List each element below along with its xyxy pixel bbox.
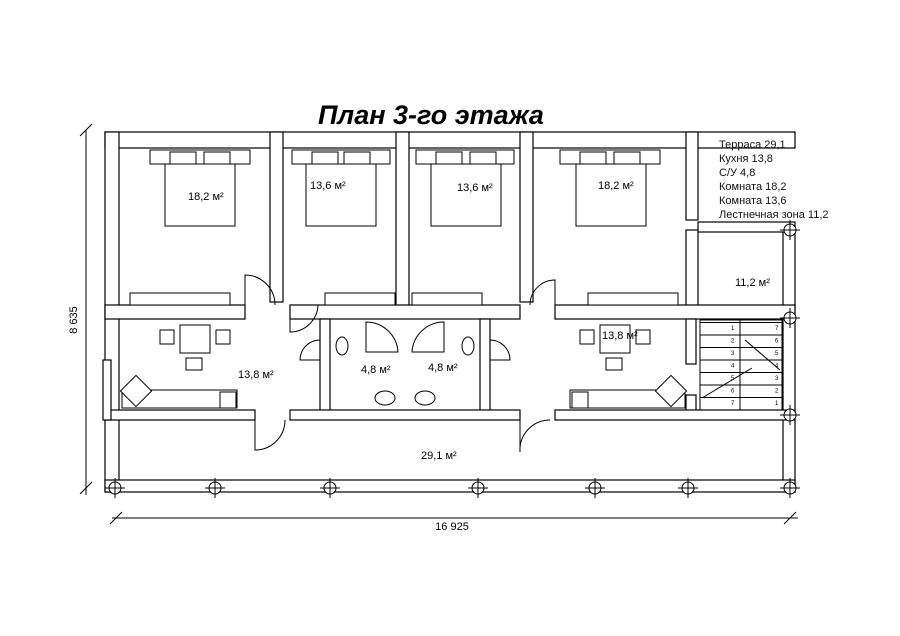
stair-number: 4	[731, 364, 735, 370]
height-dimension: 8 635	[68, 306, 80, 334]
walls	[102, 131, 796, 493]
stair-number: 5	[775, 351, 779, 357]
column-post	[585, 478, 605, 498]
column-post	[780, 308, 800, 328]
legend-item: Комната 13,6	[719, 195, 787, 207]
room-area-kitchen-right: 13,8 м²	[602, 330, 638, 342]
room-area-kitchen-left: 13,8 м²	[238, 369, 274, 381]
plan-title: План 3-го этажа	[318, 100, 544, 130]
stair-number: 3	[731, 351, 735, 357]
columns	[105, 220, 800, 498]
beds	[149, 149, 661, 227]
room-area-stair-hall: 11,2 м²	[735, 277, 770, 289]
stair-number: 7	[775, 326, 779, 332]
room-area-bath-left: 4,8 м²	[361, 364, 391, 376]
legend-item: Лестнечная зона 11,2	[719, 209, 829, 221]
legend-item: Кухня 13,8	[719, 153, 773, 165]
column-post	[320, 478, 340, 498]
stair-number: 2	[731, 339, 735, 345]
stair-number: 1	[775, 401, 779, 407]
legend-item: С/У 4,8	[719, 167, 756, 179]
column-post	[205, 478, 225, 498]
room-area-bedroom-3: 13,6 м²	[457, 182, 493, 194]
room-area-terrace: 29,1 м²	[421, 450, 457, 462]
legend-item: Терраса 29,1	[719, 139, 786, 151]
legend-item: Комната 18,2	[719, 181, 787, 193]
column-post	[780, 220, 800, 240]
width-dimension: 16 925	[435, 521, 469, 533]
stair-number: 4	[775, 364, 779, 370]
stair-number: 1	[731, 326, 735, 332]
room-area-bath-right: 4,8 м²	[428, 362, 458, 374]
room-area-bedroom-1: 18,2 м²	[188, 191, 224, 203]
column-post	[105, 478, 125, 498]
doors	[244, 274, 556, 453]
column-post	[468, 478, 488, 498]
furniture	[119, 292, 688, 409]
dimension-lines	[79, 123, 798, 525]
stair-number: 6	[731, 389, 735, 395]
room-area-bedroom-4: 18,2 м²	[598, 180, 634, 192]
column-post	[780, 478, 800, 498]
stair-number: 2	[775, 389, 779, 395]
stair-number: 7	[731, 401, 735, 407]
area-legend: Терраса 29,1 Кухня 13,8 С/У 4,8 Комната …	[719, 138, 829, 222]
room-area-bedroom-2: 13,6 м²	[310, 180, 346, 192]
stair-number: 3	[775, 376, 779, 382]
column-post	[780, 405, 800, 425]
stair-number: 6	[775, 339, 779, 345]
column-post	[678, 478, 698, 498]
